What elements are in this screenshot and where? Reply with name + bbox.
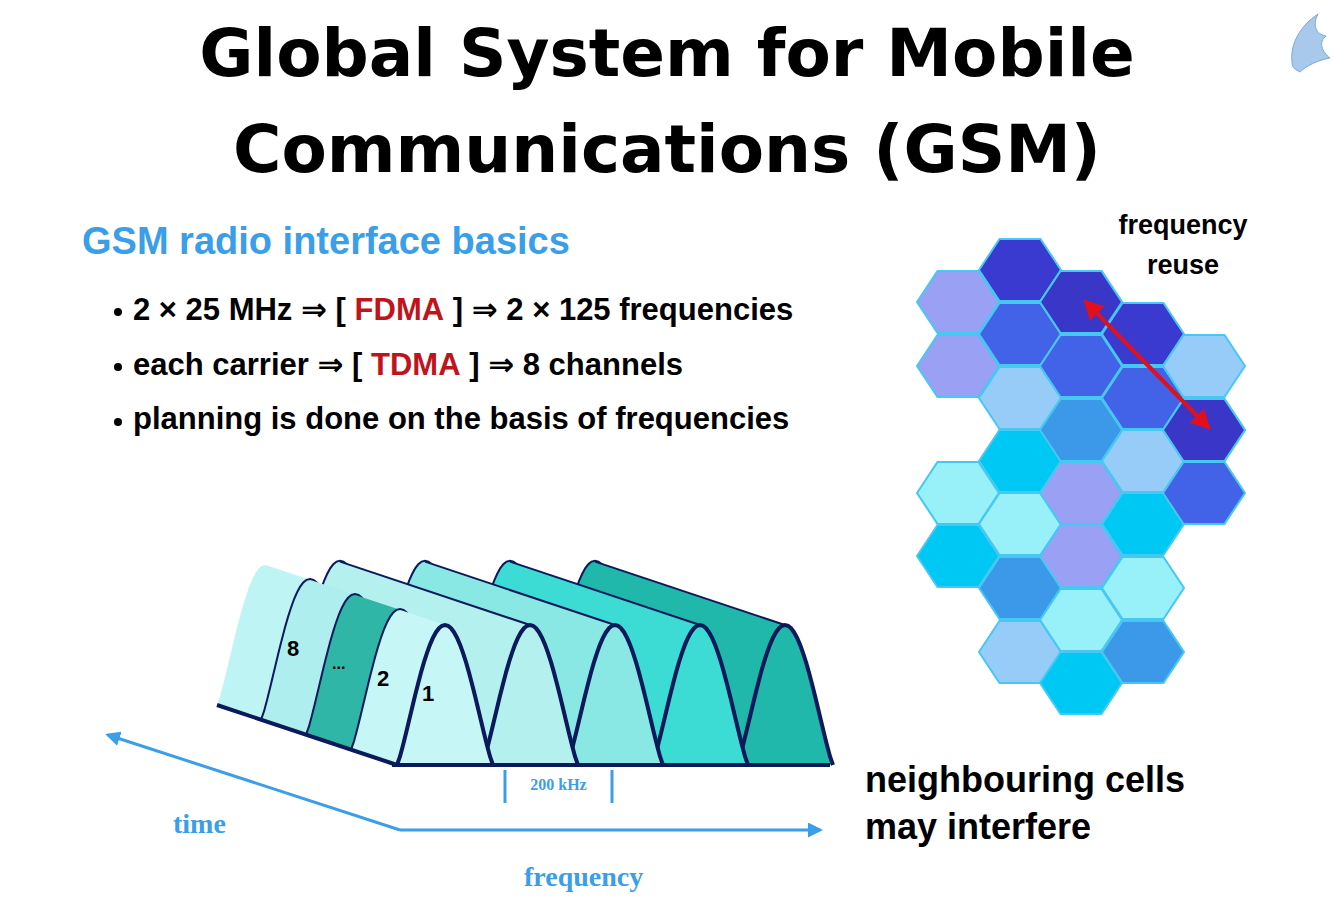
- carrier-front-outline: [652, 625, 748, 765]
- bandwidth-label: 200 kHz: [505, 776, 612, 794]
- axis-label: frequency: [524, 861, 643, 893]
- time-axis: [108, 735, 400, 830]
- carrier-body: [567, 625, 663, 765]
- logo-icon: [1292, 14, 1330, 72]
- section-heading: GSM radio interface basics: [82, 220, 570, 263]
- slot-number: ...: [332, 651, 345, 677]
- bandwidth-tick: [504, 770, 507, 803]
- bullet-text: planning is done on the basis of frequen…: [133, 401, 789, 437]
- time-slot-outline: [397, 625, 493, 765]
- carrier-front-outline: [737, 625, 833, 765]
- carrier-body: [652, 625, 748, 765]
- hex-cell: [1102, 557, 1184, 619]
- bullet-dot: [114, 418, 122, 426]
- figure-label: frequency reuse: [1098, 205, 1268, 285]
- title: Global System for Mobile Communications …: [67, 6, 1267, 198]
- reuse-cell: [1163, 399, 1245, 461]
- note: neighbouring cells may interfere: [865, 756, 1245, 850]
- carrier-front-outline: [567, 625, 663, 765]
- reuse-distance-arrow: [1086, 302, 1208, 427]
- carrier-body: [737, 625, 833, 765]
- hex-cell: [1163, 462, 1245, 524]
- bullet-text: ] ⇒ 2 × 125 frequencies: [453, 291, 793, 328]
- frequency-axis: [400, 829, 820, 832]
- bullet-line: planning is done on the basis of frequen…: [133, 401, 798, 437]
- axis-label: time: [173, 808, 226, 840]
- bullet-text: each carrier ⇒ [: [133, 346, 362, 383]
- carrier-illustration: [217, 562, 833, 765]
- access-method: TDMA: [371, 347, 461, 383]
- access-method: FDMA: [355, 292, 445, 328]
- hex-cell: [1102, 621, 1184, 683]
- bandwidth-tick: [611, 770, 614, 803]
- bullet-dot: [114, 363, 122, 371]
- carrier-front-outline: [482, 625, 578, 765]
- hex-grid: [917, 239, 1245, 714]
- bullet-line: 2 × 25 MHz ⇒ [FDMA] ⇒ 2 × 125 frequencie…: [133, 291, 802, 328]
- slot-number: 8: [287, 636, 299, 662]
- bullet-text: ] ⇒ 8 channels: [469, 346, 683, 383]
- slot-number: 2: [377, 666, 389, 692]
- hex-cell: [1163, 399, 1245, 461]
- bullet-dot: [114, 308, 122, 316]
- time-slot-body: [397, 625, 493, 765]
- bullet-text: 2 × 25 MHz ⇒ [: [133, 291, 346, 328]
- slot-number: 1: [422, 681, 434, 707]
- hex-cell: [1163, 335, 1245, 397]
- bullet-line: each carrier ⇒ [TDMA] ⇒ 8 channels: [133, 346, 692, 383]
- spectrum-baseline: [392, 763, 830, 767]
- time-baseline: [217, 705, 397, 765]
- carrier-body: [482, 625, 578, 765]
